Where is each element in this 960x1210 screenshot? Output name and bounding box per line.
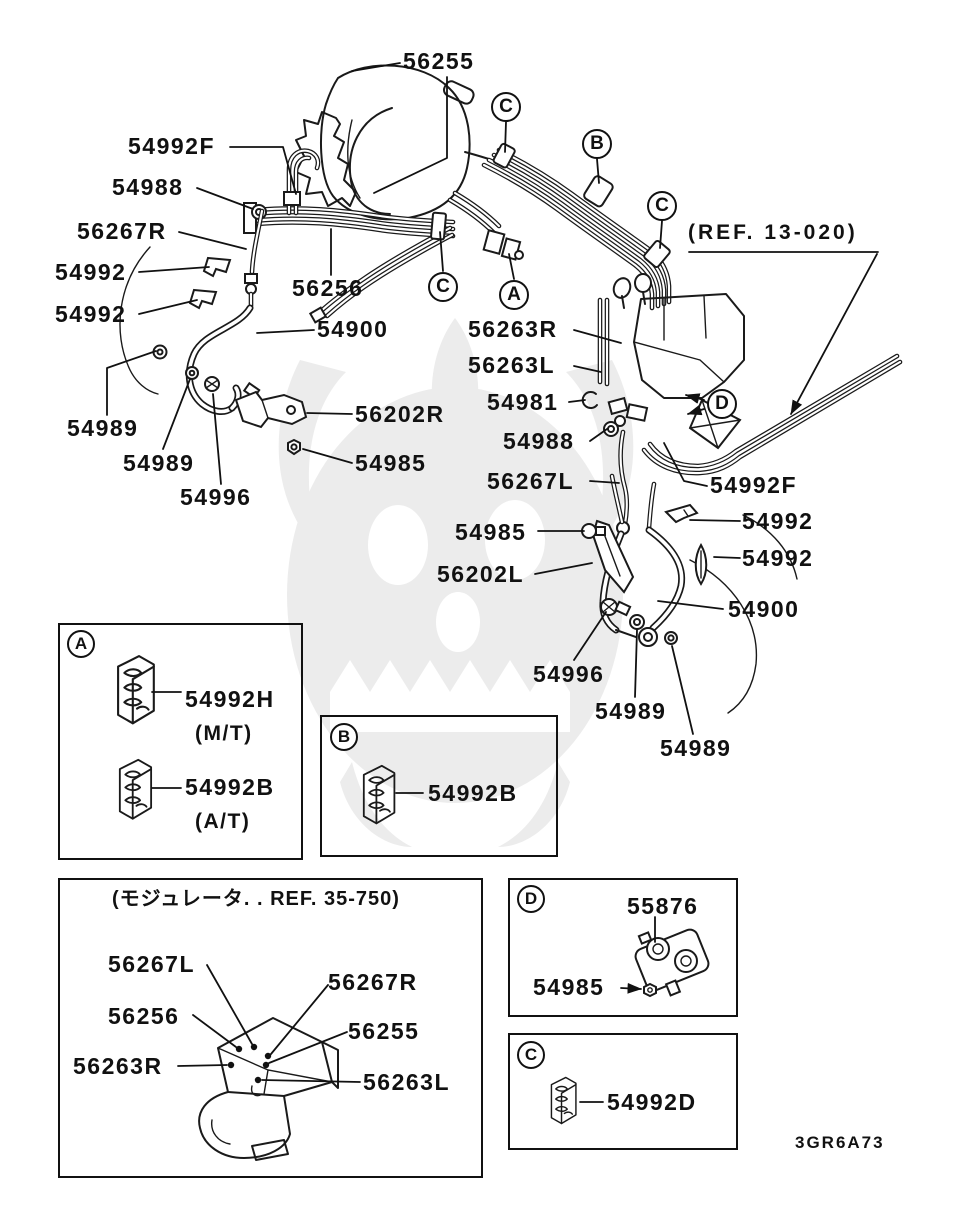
inset-c-art (550, 1076, 604, 1125)
label-54981: 54981 (487, 389, 559, 415)
label-54989-d: 54989 (660, 735, 732, 761)
label-mod-56263l: 56263L (363, 1069, 451, 1095)
front-left-hose-assembly (119, 208, 308, 456)
inset-d-art (620, 916, 710, 998)
modulator-title: (モジュレータ. . REF. 35-750) (112, 888, 400, 910)
label-56256: 56256 (292, 275, 364, 301)
watermark (278, 318, 634, 847)
label-56255: 56255 (403, 48, 475, 74)
label-54985-left: 54985 (355, 450, 427, 476)
label-54992b-mt: 54992B (185, 774, 275, 800)
inset-b-marker: B (330, 723, 358, 751)
label-54992-c: 54992 (742, 508, 814, 534)
label-54992h: 54992H (185, 686, 275, 712)
inset-a-marker: A (67, 630, 95, 658)
view-marker-c3: C (428, 272, 458, 302)
label-55876: 55876 (627, 893, 699, 919)
label-mod-56263r: 56263R (73, 1053, 163, 1079)
inset-d-marker: D (517, 885, 545, 913)
rear-brake-lines (641, 353, 903, 476)
label-54900-right: 54900 (728, 596, 800, 622)
leader-lines (106, 62, 879, 735)
label-56267l: 56267L (487, 468, 575, 494)
inset-box-a (58, 623, 303, 860)
label-54989-c: 54989 (595, 698, 667, 724)
label-mod-56255: 56255 (348, 1018, 420, 1044)
label-at-variant: (A/T) (195, 810, 251, 833)
label-54992f: 54992F (128, 133, 216, 159)
label-54992-d: 54992 (742, 545, 814, 571)
label-54992-a: 54992 (55, 259, 127, 285)
label-mod-56267r: 56267R (328, 969, 418, 995)
label-mod-56267l: 56267L (108, 951, 196, 977)
drawing-code: 3GR6A73 (795, 1133, 885, 1152)
label-56263l: 56263L (468, 352, 556, 378)
label-56267r: 56267R (77, 218, 167, 244)
label-54996-left: 54996 (180, 484, 252, 510)
label-54988-right: 54988 (503, 428, 575, 454)
view-marker-a: A (499, 280, 529, 310)
label-54996-right: 54996 (533, 661, 605, 687)
view-marker-c2: C (647, 191, 677, 221)
label-56202r: 56202R (355, 401, 445, 427)
inset-box-c (508, 1033, 738, 1150)
hydraulic-unit (581, 273, 745, 527)
inset-a-art (117, 655, 182, 820)
inset-modulator-art (177, 964, 361, 1161)
front-right-hose-assembly (581, 473, 798, 714)
label-54985-right: 54985 (455, 519, 527, 545)
inset-box-b (320, 715, 558, 857)
label-54989-b: 54989 (123, 450, 195, 476)
inset-b-art (362, 764, 424, 825)
label-54992d: 54992D (607, 1089, 697, 1115)
label-54992-b: 54992 (55, 301, 127, 327)
label-56263r: 56263R (468, 316, 558, 342)
view-marker-c1: C (491, 92, 521, 122)
label-mt-variant: (M/T) (195, 722, 253, 745)
label-54992f-right: 54992F (710, 472, 798, 498)
label-54992b-inset-b: 54992B (428, 780, 518, 806)
label-56202l: 56202L (437, 561, 525, 587)
label-54985-inset-d: 54985 (533, 974, 605, 1000)
inset-box-d (508, 878, 738, 1017)
brake-booster (295, 64, 496, 221)
inset-c-marker: C (517, 1041, 545, 1069)
label-54988: 54988 (112, 174, 184, 200)
label-54900-left: 54900 (317, 316, 389, 342)
label-mod-56256: 56256 (108, 1003, 180, 1029)
inset-box-modulator (58, 878, 483, 1178)
view-marker-b: B (582, 129, 612, 159)
ref-note: (REF. 13-020) (688, 221, 858, 244)
view-marker-d: D (707, 389, 737, 419)
label-54989-a: 54989 (67, 415, 139, 441)
